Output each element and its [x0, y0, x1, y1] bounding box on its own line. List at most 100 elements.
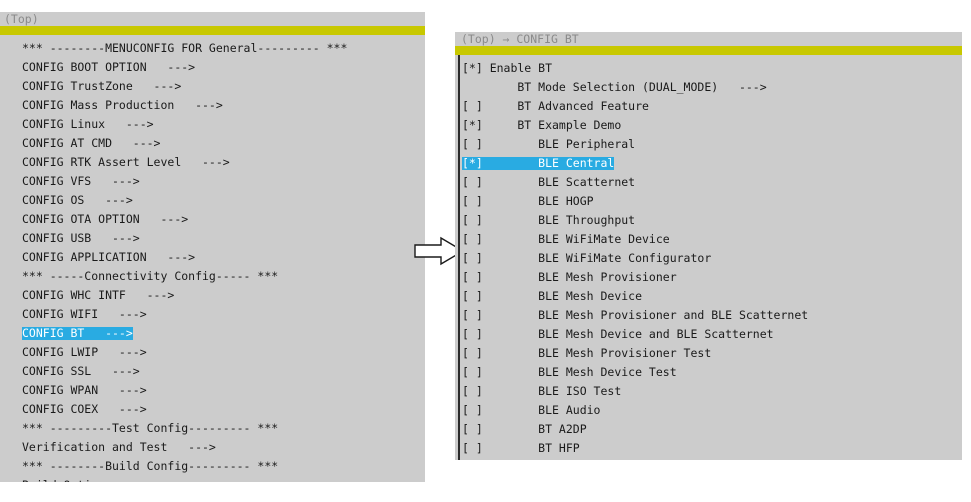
menuconfig-config-bt-panel[interactable]: (Top) → CONFIG BT [*] Enable BT BT Mode … [455, 32, 962, 460]
menu-row[interactable]: CONFIG SSL ---> [22, 360, 425, 379]
menu-row-label[interactable]: [ ] BLE WiFiMate Device [462, 232, 670, 246]
right-panel-accent-bar [455, 46, 962, 55]
menu-row[interactable]: CONFIG OTA OPTION ---> [22, 208, 425, 227]
menu-row[interactable]: CONFIG Mass Production ---> [22, 94, 425, 113]
menu-row-label[interactable]: [ ] BT HFP [462, 441, 580, 455]
menu-row-label[interactable]: [ ] BLE Scatternet [462, 175, 636, 189]
menu-row[interactable]: [ ] BLE Mesh Device and BLE Scatternet [462, 323, 962, 342]
menu-row[interactable]: CONFIG WPAN ---> [22, 379, 425, 398]
menu-row-label[interactable]: CONFIG USB ---> [22, 231, 140, 245]
menu-row[interactable]: CONFIG AT CMD ---> [22, 132, 425, 151]
menu-row-label[interactable]: CONFIG OS ---> [22, 193, 133, 207]
menuconfig-general-panel[interactable]: (Top) *** --------MENUCONFIG FOR General… [0, 12, 425, 482]
left-menu-rows[interactable]: *** --------MENUCONFIG FOR General------… [22, 37, 425, 482]
menu-row-label[interactable]: CONFIG Mass Production ---> [22, 98, 223, 112]
menu-row[interactable]: [ ] BLE Peripheral [462, 133, 962, 152]
menu-row-label[interactable]: CONFIG Linux ---> [22, 117, 154, 131]
menu-row[interactable]: *** ---------Test Config--------- *** [22, 417, 425, 436]
menu-row-label[interactable]: CONFIG BOOT OPTION ---> [22, 60, 196, 74]
right-panel-menu-list[interactable]: [*] Enable BT BT Mode Selection (DUAL_MO… [455, 55, 962, 460]
menu-row-label[interactable]: [ ] BLE Mesh Provisioner and BLE Scatter… [462, 308, 809, 322]
menu-row[interactable]: [ ] BT A2DP and BT HFP [462, 456, 962, 460]
menu-row[interactable]: Verification and Test ---> [22, 436, 425, 455]
menu-row-label[interactable]: Verification and Test ---> [22, 440, 216, 454]
menu-row[interactable]: *** --------Build Config--------- *** [22, 455, 425, 474]
menu-row[interactable]: CONFIG OS ---> [22, 189, 425, 208]
menu-row-label[interactable]: *** --------Build Config--------- *** [22, 459, 279, 473]
menu-row[interactable]: [*] Enable BT [462, 57, 962, 76]
menu-row[interactable]: [ ] BLE Mesh Device [462, 285, 962, 304]
menu-row-label[interactable]: CONFIG OTA OPTION ---> [22, 212, 189, 226]
menu-row-label[interactable]: [ ] BLE Audio [462, 403, 601, 417]
menu-row-selected[interactable]: [*] BLE Central [462, 156, 615, 171]
menu-row-label[interactable]: *** ---------Test Config--------- *** [22, 421, 279, 435]
menu-row[interactable]: [ ] BLE Mesh Provisioner and BLE Scatter… [462, 304, 962, 323]
right-menu-rows[interactable]: [*] Enable BT BT Mode Selection (DUAL_MO… [455, 57, 962, 460]
menu-row[interactable]: [ ] BT HFP [462, 437, 962, 456]
menu-row[interactable]: [ ] BLE Mesh Provisioner Test [462, 342, 962, 361]
menu-row-label[interactable]: [ ] BLE Mesh Provisioner [462, 270, 677, 284]
menu-row-label[interactable]: [ ] BT A2DP [462, 422, 587, 436]
menu-row[interactable]: CONFIG USB ---> [22, 227, 425, 246]
menu-row-label[interactable]: *** -----Connectivity Config----- *** [22, 269, 279, 283]
menu-row-label[interactable]: [ ] BLE Mesh Device and BLE Scatternet [462, 327, 774, 341]
menu-row[interactable]: Build Option ---> [22, 474, 425, 482]
menu-row-label[interactable]: [ ] BT Advanced Feature [462, 99, 649, 113]
menu-row[interactable]: [ ] BLE Mesh Provisioner [462, 266, 962, 285]
menu-row[interactable]: CONFIG Linux ---> [22, 113, 425, 132]
menu-row-label[interactable]: *** --------MENUCONFIG FOR General------… [22, 41, 348, 55]
menu-row-label[interactable]: CONFIG WHC INTF ---> [22, 288, 175, 302]
menu-row-label[interactable]: [*] BT Example Demo [462, 118, 622, 132]
menu-row-label[interactable]: CONFIG SSL ---> [22, 364, 140, 378]
menu-row[interactable]: CONFIG BT ---> [22, 322, 425, 341]
menu-row-label[interactable]: CONFIG COEX ---> [22, 402, 147, 416]
menu-row-label[interactable]: CONFIG TrustZone ---> [22, 79, 182, 93]
menu-row[interactable]: [ ] BLE Mesh Device Test [462, 361, 962, 380]
vertical-scrollbar[interactable] [458, 55, 460, 460]
menu-row-label[interactable]: [*] Enable BT [462, 61, 553, 75]
menu-row-label[interactable]: [ ] BLE Mesh Device Test [462, 365, 677, 379]
menu-row-label[interactable]: CONFIG WIFI ---> [22, 307, 147, 321]
menu-row-label[interactable]: [ ] BLE Mesh Device [462, 289, 643, 303]
menu-row-label[interactable]: [ ] BLE Mesh Provisioner Test [462, 346, 712, 360]
menu-row-selected[interactable]: CONFIG BT ---> [22, 326, 133, 341]
menu-row-label[interactable]: [ ] BLE Peripheral [462, 137, 636, 151]
menu-row-label[interactable]: [ ] BLE HOGP [462, 194, 594, 208]
menu-row[interactable]: [ ] BT A2DP [462, 418, 962, 437]
menu-row-label[interactable]: CONFIG APPLICATION ---> [22, 250, 196, 264]
menu-row-label[interactable]: CONFIG LWIP ---> [22, 345, 147, 359]
menu-row[interactable]: [*] BT Example Demo [462, 114, 962, 133]
menu-row[interactable]: [ ] BLE HOGP [462, 190, 962, 209]
menu-row[interactable]: CONFIG LWIP ---> [22, 341, 425, 360]
menu-row[interactable]: CONFIG WIFI ---> [22, 303, 425, 322]
menu-row[interactable]: [ ] BLE Scatternet [462, 171, 962, 190]
menu-row[interactable]: *** --------MENUCONFIG FOR General------… [22, 37, 425, 56]
menu-row[interactable]: CONFIG WHC INTF ---> [22, 284, 425, 303]
menu-row[interactable]: [ ] BLE Audio [462, 399, 962, 418]
menu-row[interactable]: CONFIG COEX ---> [22, 398, 425, 417]
menu-row-label[interactable]: CONFIG WPAN ---> [22, 383, 147, 397]
menu-row-label[interactable]: [ ] BLE ISO Test [462, 384, 622, 398]
menu-row[interactable]: CONFIG APPLICATION ---> [22, 246, 425, 265]
menu-row[interactable]: CONFIG BOOT OPTION ---> [22, 56, 425, 75]
menu-row[interactable]: [ ] BLE Throughput [462, 209, 962, 228]
menu-row[interactable]: CONFIG VFS ---> [22, 170, 425, 189]
menu-row-label[interactable]: BT Mode Selection (DUAL_MODE) ---> [462, 80, 767, 94]
menu-row[interactable]: CONFIG RTK Assert Level ---> [22, 151, 425, 170]
left-panel-menu-list[interactable]: *** --------MENUCONFIG FOR General------… [0, 35, 425, 482]
menu-row[interactable]: [ ] BLE ISO Test [462, 380, 962, 399]
menu-row-label[interactable]: [ ] BLE Throughput [462, 213, 636, 227]
menu-row-label[interactable]: Build Option ---> [22, 478, 154, 482]
menu-row[interactable]: BT Mode Selection (DUAL_MODE) ---> [462, 76, 962, 95]
menu-row[interactable]: CONFIG TrustZone ---> [22, 75, 425, 94]
menu-row[interactable]: *** -----Connectivity Config----- *** [22, 265, 425, 284]
menu-row-label[interactable]: [ ] BLE WiFiMate Configurator [462, 251, 712, 265]
menu-row-label[interactable]: CONFIG VFS ---> [22, 174, 140, 188]
left-panel-breadcrumb: (Top) [0, 12, 425, 26]
menu-row[interactable]: [ ] BLE WiFiMate Configurator [462, 247, 962, 266]
menu-row[interactable]: [ ] BLE WiFiMate Device [462, 228, 962, 247]
menu-row-label[interactable]: CONFIG AT CMD ---> [22, 136, 161, 150]
menu-row-label[interactable]: CONFIG RTK Assert Level ---> [22, 155, 230, 169]
menu-row[interactable]: [ ] BT Advanced Feature [462, 95, 962, 114]
menu-row[interactable]: [*] BLE Central [462, 152, 962, 171]
